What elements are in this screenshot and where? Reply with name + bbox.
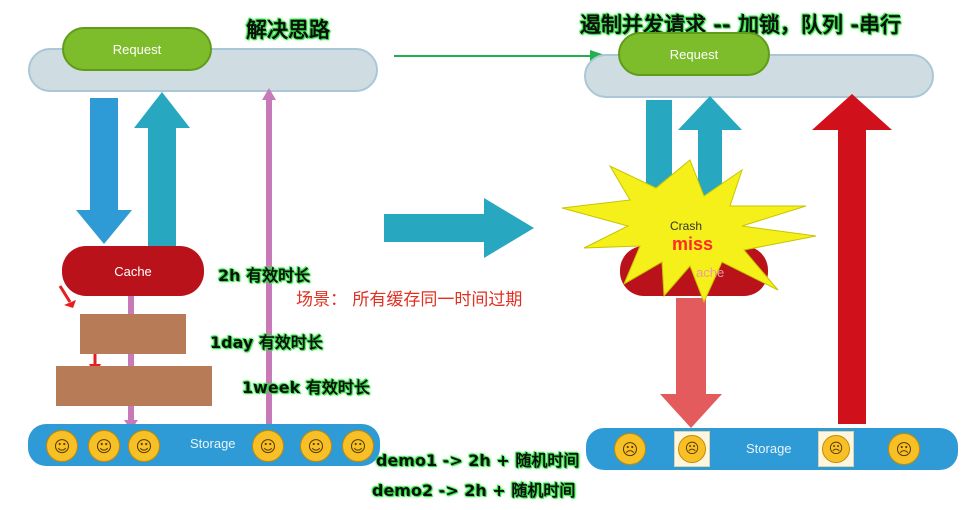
left-title: 解决思路	[246, 18, 330, 42]
miss-label: miss	[672, 234, 714, 254]
grinning-face-icon: ☺	[128, 430, 160, 462]
week-ttl-label: 1week 有效时长	[242, 378, 370, 397]
grinning-face-icon: ☺	[88, 430, 120, 462]
crash-label: Crash	[670, 219, 703, 233]
week-cache-box	[56, 366, 212, 406]
grinning-face-icon: ☺	[342, 430, 374, 462]
grinning-face-icon: ☺	[252, 430, 284, 462]
grinning-face-icon: ☺	[46, 430, 78, 462]
crash-starburst	[561, 159, 817, 304]
demo1-label: demo1 -> 2h + 随机时间	[376, 451, 580, 470]
right-request-pill: Request	[618, 32, 770, 76]
left-request-pill: Request	[62, 27, 212, 71]
left-storage-label: Storage	[190, 436, 236, 451]
right-teal-up	[678, 96, 742, 210]
day-cache-box	[80, 314, 186, 354]
transition-arrow	[384, 198, 534, 258]
red-small-arrow-1	[64, 300, 76, 308]
cache-down-arrow	[76, 98, 132, 244]
cache-up-arrow	[134, 92, 190, 246]
pink-line-2-head	[262, 88, 276, 100]
red-up-arrow	[812, 94, 892, 424]
day-ttl-label: 1day 有效时长	[210, 333, 323, 352]
demo2-label: demo2 -> 2h + 随机时间	[372, 481, 576, 500]
right-storage-label: Storage	[746, 441, 792, 456]
salmon-down-arrow	[660, 298, 722, 428]
pink-line-1	[128, 296, 134, 426]
worried-face-icon: ☹	[674, 431, 710, 467]
right-cache-label: ache	[696, 265, 725, 280]
grinning-face-icon: ☺	[300, 430, 332, 462]
worried-face-icon: ☹	[888, 433, 920, 465]
left-request-label: Request	[112, 41, 162, 57]
left-cache-label: Cache	[114, 263, 152, 279]
pink-line-2	[266, 96, 272, 426]
right-request-label: Request	[669, 46, 719, 62]
cache-ttl-label: 2h 有效时长	[218, 266, 311, 285]
worried-face-icon: ☹	[818, 431, 854, 467]
scene-label: 场景： 所有缓存同一时间过期	[296, 290, 523, 310]
worried-face-icon: ☹	[614, 433, 646, 465]
left-cache-pill: Cache	[62, 246, 204, 296]
